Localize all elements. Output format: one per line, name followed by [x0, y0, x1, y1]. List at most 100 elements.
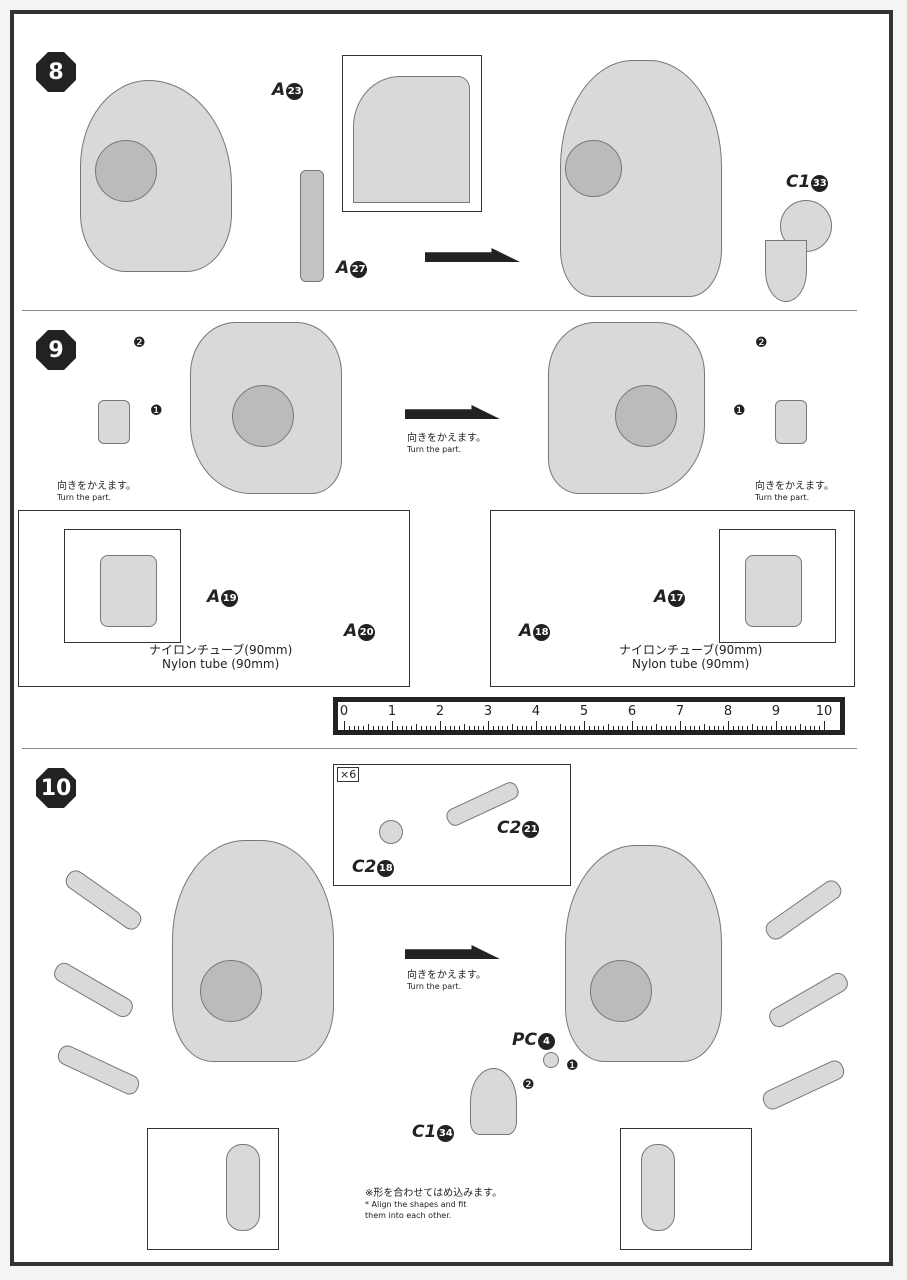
detail-inset-left — [147, 1128, 279, 1250]
step-8-badge: 8 — [36, 52, 76, 92]
turn-part-note: 向きをかえます。Turn the part. — [407, 433, 486, 454]
ruler-tick — [368, 724, 369, 730]
ruler-tick — [723, 726, 725, 730]
ruler-tick — [752, 724, 753, 730]
ruler-tick — [771, 726, 773, 730]
ruler-tick — [353, 726, 355, 730]
callout-1: ❶ — [733, 403, 746, 419]
ruler-tick — [564, 726, 566, 730]
ruler-label: 10 — [815, 704, 833, 719]
ruler-tick — [699, 726, 701, 730]
ruler-tick — [512, 724, 513, 730]
ruler-tick — [622, 726, 624, 730]
head-part-illustration — [172, 840, 334, 1062]
ruler-tick — [756, 726, 758, 730]
ruler-tick — [584, 721, 585, 730]
ruler-tick — [593, 726, 595, 730]
ruler-tick — [507, 726, 509, 730]
ruler-label: 4 — [531, 704, 541, 719]
ruler-tick — [411, 726, 413, 730]
ruler-tick — [819, 726, 821, 730]
ruler-tick — [435, 726, 437, 730]
section-divider — [22, 310, 857, 311]
step-9-badge: 9 — [36, 330, 76, 370]
ruler-tick — [473, 726, 475, 730]
socket-detail-illustration — [226, 1144, 260, 1231]
ruler-tick — [670, 726, 672, 730]
ruler-tick — [732, 726, 734, 730]
nylon-tube-label: ナイロンチューブ(90mm)Nylon tube (90mm) — [149, 643, 293, 671]
tube-connector-illustration — [98, 400, 130, 444]
callout-2: ❷ — [755, 335, 768, 351]
ruler-tick — [704, 724, 705, 730]
ruler-tick — [348, 726, 350, 730]
ruler-tick — [526, 726, 528, 730]
turn-part-note: 向きをかえます。Turn the part. — [407, 970, 486, 991]
ear-disc-illustration — [615, 385, 677, 447]
ruler-tick — [617, 726, 619, 730]
ruler-tick — [521, 726, 523, 730]
ruler-tick — [488, 721, 489, 730]
ruler-tick — [372, 726, 374, 730]
ruler-tick — [579, 726, 581, 730]
detail-inset — [719, 529, 836, 643]
connector-detail-illustration — [100, 555, 157, 627]
ruler-tick — [464, 724, 465, 730]
ruler-tick — [569, 726, 571, 730]
callout-2: ❷ — [522, 1077, 535, 1093]
section-divider — [22, 748, 857, 749]
ruler-tick — [728, 721, 729, 730]
ruler-label: 0 — [339, 704, 349, 719]
ruler-tick — [363, 726, 365, 730]
ruler-tick — [392, 721, 393, 730]
ruler-tick — [560, 724, 561, 730]
ruler-tick — [536, 721, 537, 730]
ruler-tick — [497, 726, 499, 730]
ruler-tick — [502, 726, 504, 730]
ruler-label: 2 — [435, 704, 445, 719]
ruler-tick — [545, 726, 547, 730]
cap-part-illustration — [379, 820, 403, 844]
ruler-tick — [737, 726, 739, 730]
ruler-tick — [636, 726, 638, 730]
ear-disc-illustration — [565, 140, 622, 197]
ruler-tick — [785, 726, 787, 730]
ruler-tick — [780, 726, 782, 730]
pipe-part-illustration — [300, 170, 324, 282]
ruler-tick — [478, 726, 480, 730]
ruler-tick — [440, 721, 441, 730]
connector-detail-illustration — [745, 555, 802, 627]
ruler-label: 6 — [627, 704, 637, 719]
ruler-tick — [656, 724, 657, 730]
nylon-tube-label: ナイロンチューブ(90mm)Nylon tube (90mm) — [619, 643, 763, 671]
callout-1: ❶ — [566, 1058, 579, 1074]
ruler-tick — [387, 726, 389, 730]
ruler-tick — [814, 726, 816, 730]
ruler-tick — [718, 726, 720, 730]
ruler-tick — [382, 726, 384, 730]
ruler-tick — [406, 726, 408, 730]
ruler-tick — [632, 721, 633, 730]
detail-inset-right — [620, 1128, 752, 1250]
ruler-tick — [540, 726, 542, 730]
ruler-tick — [795, 726, 797, 730]
ruler-tick — [766, 726, 768, 730]
ruler-tick — [492, 726, 494, 730]
ruler-tick — [430, 726, 432, 730]
jaw-part-illustration — [470, 1068, 517, 1135]
ruler-tick — [641, 726, 643, 730]
ruler-tick — [454, 726, 456, 730]
ruler-tick — [627, 726, 629, 730]
ruler-tick — [776, 721, 777, 730]
ruler-tick — [708, 726, 710, 730]
ruler-tick — [809, 726, 811, 730]
ruler-tick — [377, 726, 379, 730]
